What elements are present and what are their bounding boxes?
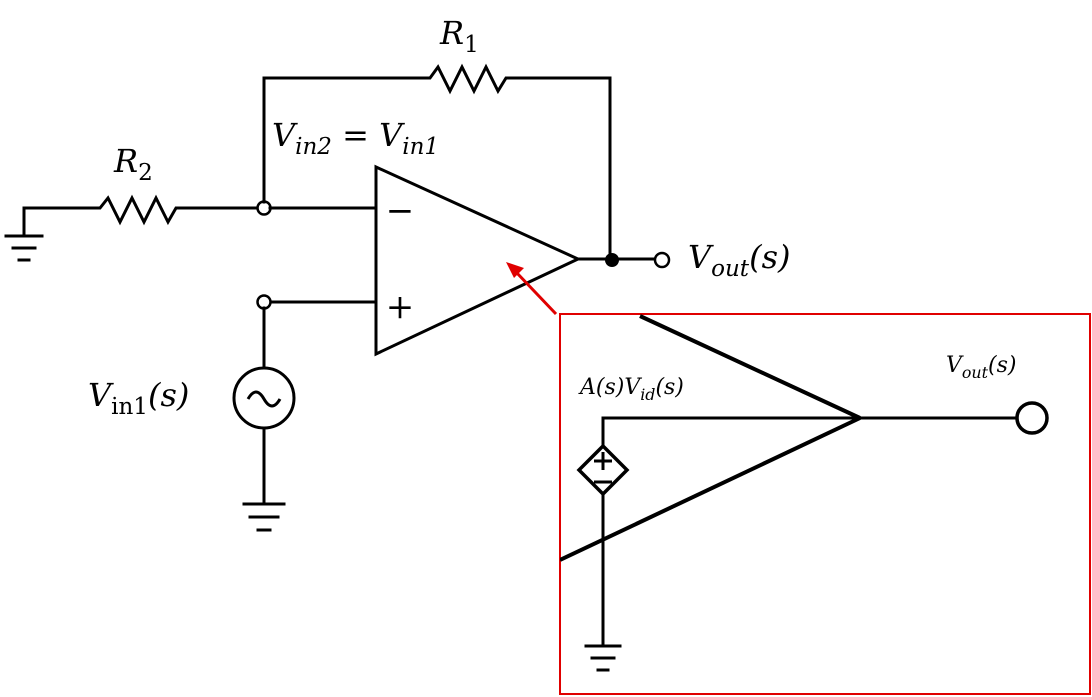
- inset-output-terminal: [1015, 401, 1049, 435]
- ac-source-icon: [232, 366, 296, 430]
- resistor-r1-feedback: [262, 63, 612, 261]
- label-r1: R1: [439, 14, 479, 58]
- inset-source-top-wire: [601, 416, 862, 448]
- inset-op-amp-model: Vout(s) A(s)Vid(s): [559, 313, 1091, 695]
- plus-sign-label: +: [386, 287, 415, 327]
- label-vout-main: Vout(s): [688, 238, 790, 282]
- label-r2: R2: [113, 142, 153, 186]
- zoom-pointer-arrow: [506, 262, 558, 316]
- minus-sign-label: −: [386, 191, 415, 231]
- output-terminal: [653, 251, 671, 269]
- ground-symbol-source: [242, 502, 286, 532]
- inset-frame: [559, 313, 1091, 695]
- inset-ground-symbol: [584, 644, 622, 672]
- label-inset-dependent-source: A(s)Vid(s): [578, 375, 684, 404]
- label-vin2-equals-vin1: Vin2 = Vin1: [272, 116, 439, 160]
- output-junction-dot: [605, 253, 619, 267]
- op-amp-triangle: [374, 164, 582, 357]
- ground-symbol-left: [4, 206, 44, 262]
- label-vin1: Vin1(s): [88, 376, 189, 420]
- resistor-r2: [22, 194, 260, 226]
- label-inset-vout: Vout(s): [946, 353, 1016, 382]
